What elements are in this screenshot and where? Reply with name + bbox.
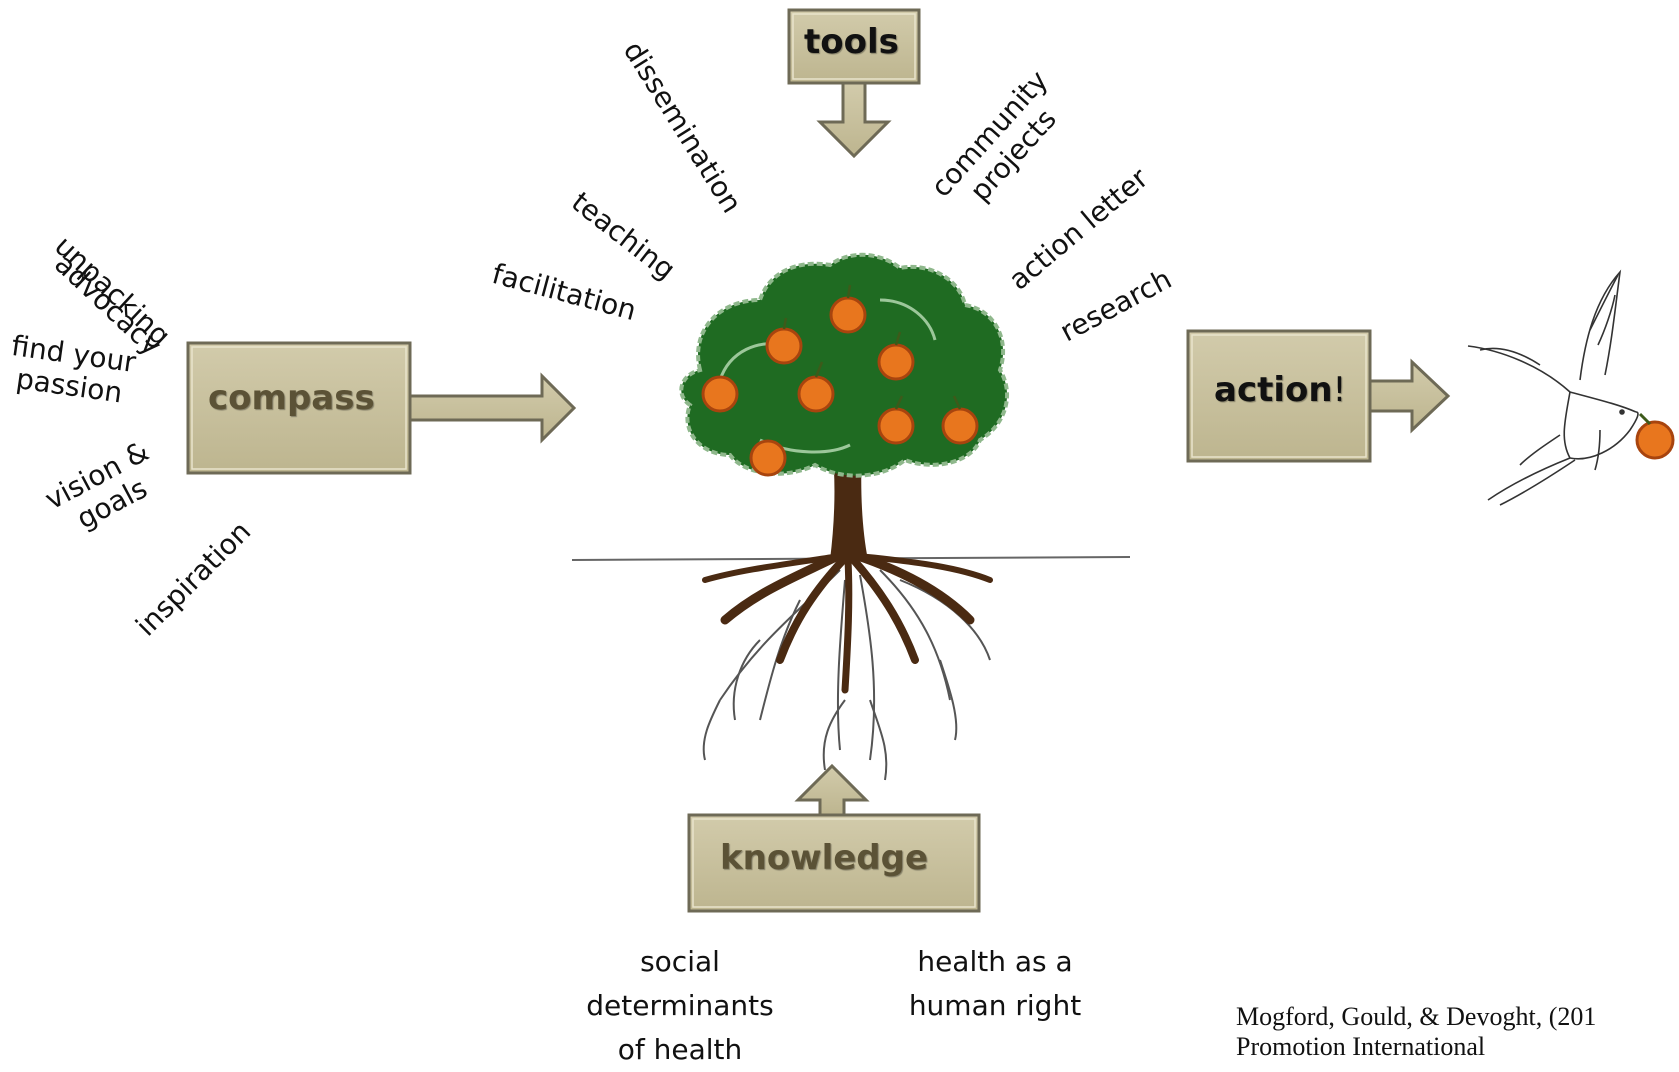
compass-box bbox=[186, 341, 412, 475]
dove-fruit bbox=[1635, 420, 1675, 460]
compass-arrow bbox=[408, 372, 577, 444]
knowledge-label: knowledge bbox=[720, 838, 929, 878]
knowledge-box bbox=[687, 813, 981, 913]
citation: Mogford, Gould, & Devoght, (201 Promotio… bbox=[1236, 1002, 1597, 1061]
tools-label: tools bbox=[804, 22, 899, 62]
dove-illustration bbox=[1467, 269, 1639, 506]
label-human-right: health as a human right bbox=[908, 945, 1082, 1022]
action-exclamation: ! bbox=[1332, 370, 1347, 410]
action-label: action! bbox=[1214, 370, 1347, 410]
tools-arrow bbox=[816, 81, 892, 159]
action-arrow bbox=[1368, 358, 1451, 434]
compass-label: compass bbox=[208, 378, 375, 418]
tree-illustration bbox=[679, 252, 1010, 781]
knowledge-arrow bbox=[794, 763, 870, 817]
label-social-determinants: social determinants of health bbox=[586, 945, 774, 1066]
action-box bbox=[1186, 329, 1372, 463]
